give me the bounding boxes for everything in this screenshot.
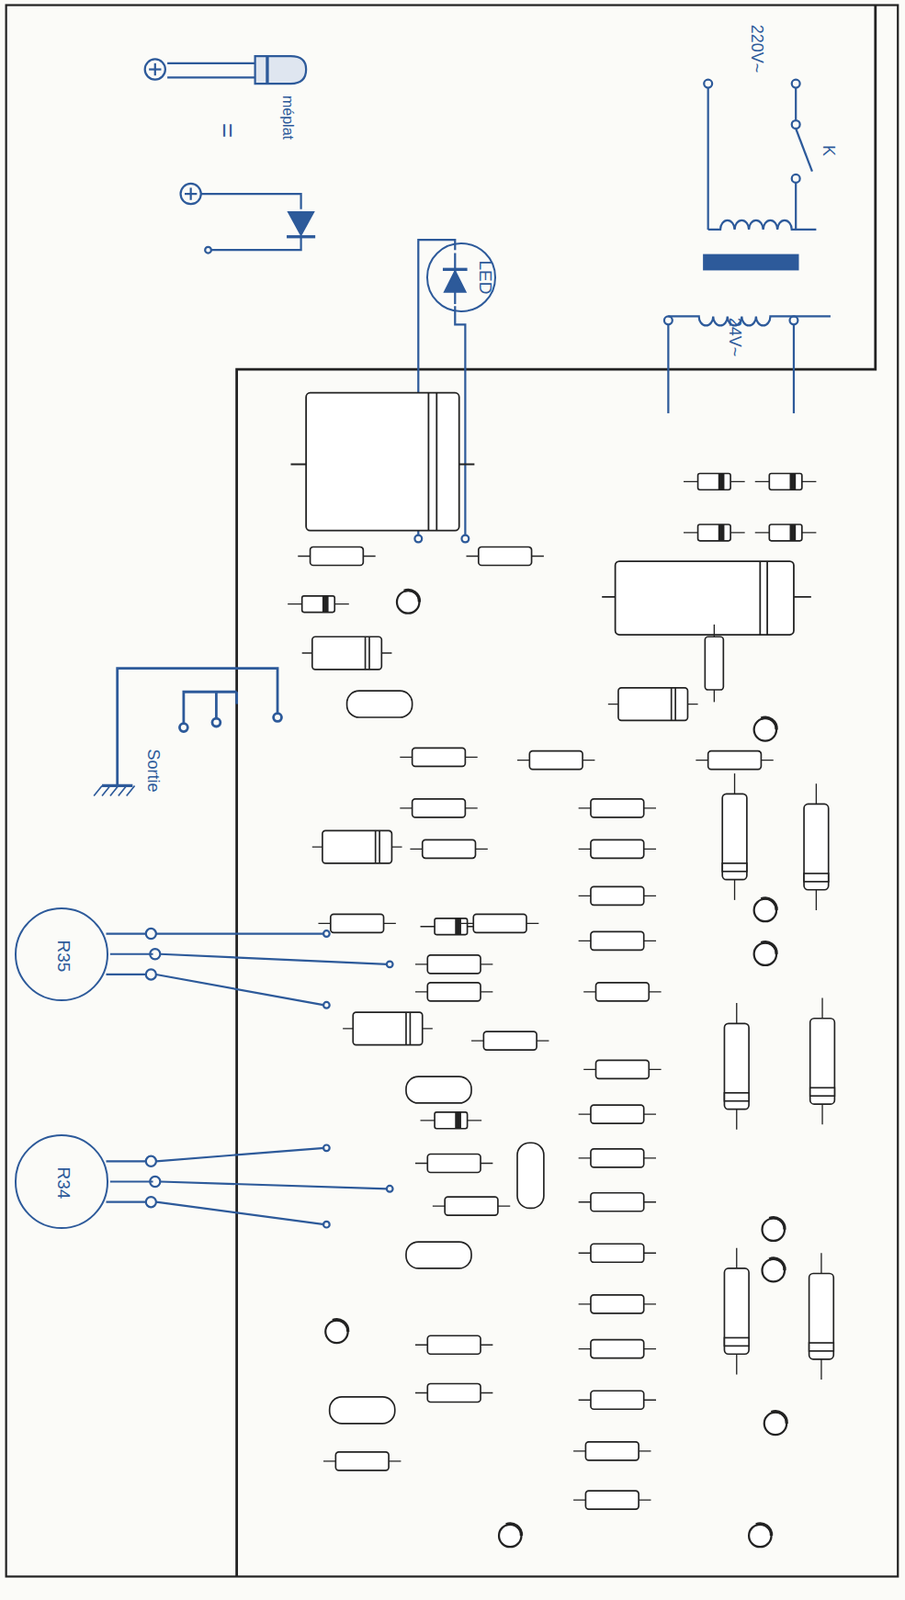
- resistor-symbol: [399, 747, 477, 767]
- diode-symbol: [683, 473, 746, 490]
- resistor-symbol: [578, 931, 657, 951]
- resistor-symbol: [578, 1295, 657, 1314]
- resistor-symbol: [399, 799, 477, 818]
- resistor-symbol: [583, 1060, 661, 1079]
- resistor-symbol: [809, 1253, 835, 1381]
- resistor-symbol: [461, 914, 539, 933]
- resistor-symbol: [803, 783, 829, 911]
- diode-symbol: [683, 524, 746, 542]
- part-name: R35: [54, 939, 72, 973]
- transistor-symbol: [762, 1258, 785, 1282]
- resistor-symbol: [578, 1193, 657, 1212]
- part-name: R34: [54, 1167, 72, 1200]
- capacitor-symbol: [406, 1076, 472, 1104]
- annotation-label: K: [820, 145, 838, 157]
- resistor-symbol: [317, 914, 396, 933]
- transistor-symbol: [748, 1524, 771, 1548]
- resistor-symbol: [695, 751, 773, 770]
- capacitor-symbol: [517, 1142, 544, 1209]
- resistor-symbol: [578, 1105, 657, 1124]
- resistor-symbol: [578, 1149, 657, 1168]
- led-pinout: [145, 55, 316, 254]
- annotation-label: 24V~: [726, 316, 744, 357]
- page-frame: [6, 5, 899, 1578]
- resistor-symbol: [409, 839, 487, 859]
- resistor-symbol: [415, 983, 493, 1002]
- resistor-symbol: [810, 998, 836, 1126]
- resistor-symbol: [578, 1340, 657, 1359]
- capacitor-symbol: [342, 1012, 433, 1046]
- capacitor-symbol: [347, 690, 413, 718]
- resistor-symbol: [583, 983, 661, 1002]
- output-wiring: [93, 668, 282, 797]
- board-outline: [237, 5, 876, 1578]
- transistor-symbol: [754, 898, 777, 922]
- led-circle: LED: [426, 242, 497, 313]
- resistor-symbol: [465, 546, 543, 566]
- resistor-symbol: [578, 839, 657, 859]
- components: [287, 473, 835, 1548]
- pot-wiring: [105, 928, 393, 1229]
- resistor-symbol: [415, 1335, 493, 1355]
- resistor-symbol: [724, 1248, 749, 1376]
- resistor-symbol: [573, 1442, 651, 1461]
- resistor-symbol: [323, 1452, 401, 1471]
- annotation-label: méplat: [280, 95, 295, 140]
- resistor-symbol: [578, 1391, 657, 1410]
- transistor-symbol: [754, 717, 777, 741]
- annotation-label: Sortie: [145, 748, 162, 792]
- transistor-symbol: [754, 942, 777, 966]
- resistor-symbol: [471, 1031, 549, 1051]
- annotation-label: 220V~: [748, 24, 766, 74]
- resistor-symbol: [578, 799, 657, 818]
- resistor-symbol: [578, 1244, 657, 1263]
- resistor-symbol: [573, 1491, 651, 1510]
- capacitor-symbol: [406, 1242, 472, 1269]
- resistor-symbol: [704, 624, 724, 702]
- transformer-wiring: [664, 79, 831, 414]
- resistor-symbol: [517, 751, 595, 770]
- resistor-symbol: [432, 1197, 510, 1216]
- diode-symbol: [755, 524, 817, 542]
- resistor-symbol: [578, 886, 657, 905]
- resistor-symbol: [415, 955, 493, 974]
- potentiometer-circle: R34: [14, 1134, 109, 1229]
- component-label: LED: [476, 260, 495, 295]
- transistor-symbol: [764, 1412, 787, 1436]
- resistor-symbol: [415, 1154, 493, 1174]
- transistor-symbol: [396, 589, 419, 613]
- transistor-symbol: [325, 1320, 348, 1344]
- resistor-symbol: [722, 773, 747, 901]
- diode-symbol: [287, 596, 350, 613]
- resistor-symbol: [724, 1003, 749, 1131]
- transistor-symbol: [498, 1524, 521, 1548]
- capacitor-symbol: [312, 830, 403, 864]
- diode-symbol: [420, 918, 483, 936]
- capacitor-symbol: [302, 636, 393, 670]
- resistor-symbol: [297, 546, 375, 566]
- diode-symbol: [420, 1112, 483, 1130]
- transistor-symbol: [762, 1218, 785, 1242]
- diode-symbol: [755, 473, 817, 490]
- annotation-label: =: [214, 123, 240, 138]
- resistor-symbol: [415, 1383, 493, 1403]
- capacitor-symbol: [329, 1397, 396, 1425]
- capacitor-symbol: [290, 393, 811, 635]
- capacitor-symbol: [608, 688, 699, 722]
- potentiometer-circle: R35: [14, 907, 109, 1002]
